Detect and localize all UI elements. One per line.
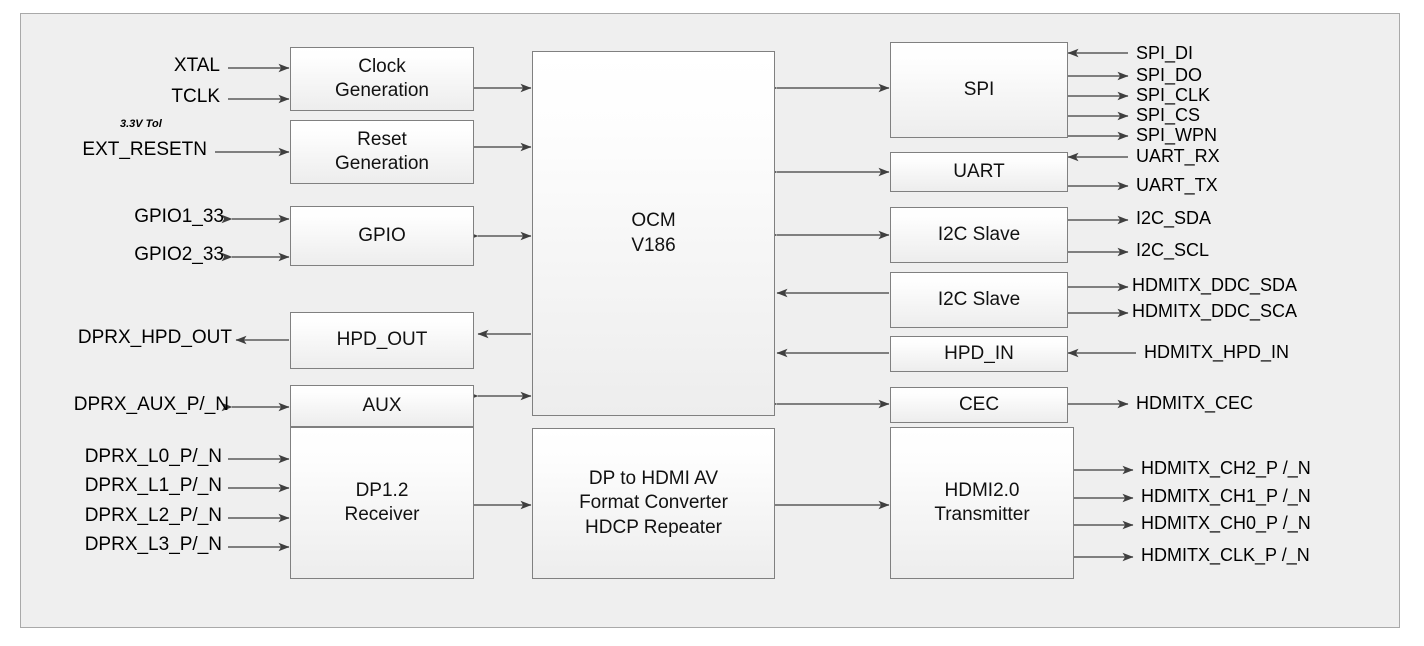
signal-label-hdmitx-ch0: HDMITX_CH0_P /_N [1141,513,1311,533]
signal-label-hdmitx-ch1: HDMITX_CH1_P /_N [1141,486,1311,506]
block-cec-label: CEC [958,393,1000,415]
signal-label-dprx-l2: DPRX_L2_P/_N [84,505,222,526]
signal-label-spi-do: SPI_DO [1136,65,1203,85]
signal-label-spi-clk: SPI_CLK [1136,85,1211,105]
signal-label-xtal: XTAL [173,55,220,76]
block-hdmi20-transmitter[interactable]: HDMI2.0 Transmitter [890,427,1074,579]
signal-label-uart-rx: UART_RX [1136,146,1220,166]
block-uart-label: UART [953,160,1005,182]
block-converter-line2: Format Converter [579,492,728,514]
block-converter-line1: DP to HDMI AV [588,468,719,490]
block-gpio[interactable]: GPIO [290,206,474,266]
signal-label-gpio2-33: GPIO2_33 [134,244,224,265]
block-reset-generation[interactable]: Reset Generation [290,120,474,184]
signal-label-dprx-hpd-out: DPRX_HPD_OUT [77,327,232,348]
block-hdmi-tx-line2: Transmitter [934,504,1030,525]
block-hdmi-tx-line1: HDMI2.0 [944,479,1020,501]
block-hpd-in[interactable]: HPD_IN [890,336,1068,372]
signal-label-uart-tx: UART_TX [1136,175,1218,195]
block-hpd-out-label: HPD_OUT [336,329,428,351]
block-hpd-in-label: HPD_IN [944,342,1014,364]
block-dp-to-hdmi-converter[interactable]: DP to HDMI AV Format Converter HDCP Repe… [532,428,775,579]
block-clock-generation-line1: Clock [358,55,406,77]
signal-label-tclk: TCLK [171,86,220,107]
block-hpd-out[interactable]: HPD_OUT [290,312,474,369]
block-converter-line3: HDCP Repeater [585,516,722,538]
signal-label-hdmitx-ddc-sca: HDMITX_DDC_SCA [1132,301,1298,321]
block-gpio-label: GPIO [358,224,406,246]
block-clock-generation-line2: Generation [334,80,429,101]
signal-label-hdmitx-clk: HDMITX_CLK_P /_N [1141,545,1310,565]
signal-label-spi-di: SPI_DI [1136,43,1194,63]
signal-label-spi-cs: SPI_CS [1136,105,1201,125]
block-spi[interactable]: SPI [890,42,1068,138]
block-dp12-receiver-line2: Receiver [344,504,420,525]
block-i2c-slave-2[interactable]: I2C Slave [890,272,1068,328]
block-ocm-line1: OCM [631,210,676,232]
signal-label-ext-resetn: EXT_RESETN [82,139,207,160]
block-ocm-v186[interactable]: OCM V186 [532,51,775,416]
signal-label-spi-wpn: SPI_WPN [1136,125,1218,145]
signal-label-hdmitx-cec: HDMITX_CEC [1136,393,1254,413]
block-dp12-receiver[interactable]: DP1.2 Receiver [290,427,474,579]
block-i2c-slave-2-label: I2C Slave [937,288,1021,310]
signal-label-hdmitx-hpd-in: HDMITX_HPD_IN [1144,342,1290,362]
signal-label-dprx-l1: DPRX_L1_P/_N [84,475,222,496]
signal-label-i2c-sda: I2C_SDA [1136,208,1212,228]
block-reset-generation-line1: Reset [357,128,407,150]
block-ocm-line2: V186 [631,234,676,256]
block-dp12-receiver-line1: DP1.2 [355,479,409,501]
block-i2c-slave-1-label: I2C Slave [937,223,1021,245]
block-spi-label: SPI [963,78,995,100]
signal-label-hdmitx-ch2: HDMITX_CH2_P /_N [1141,458,1311,478]
block-cec[interactable]: CEC [890,387,1068,423]
block-uart[interactable]: UART [890,152,1068,192]
block-aux-label: AUX [362,394,402,416]
block-i2c-slave-1[interactable]: I2C Slave [890,207,1068,263]
signal-note-3v3-tolerant: 3.3V Tol [120,118,162,130]
signal-label-dprx-l0: DPRX_L0_P/_N [84,446,222,467]
signal-label-hdmitx-ddc-sda: HDMITX_DDC_SDA [1132,275,1298,295]
signal-label-gpio1-33: GPIO1_33 [134,206,224,227]
block-aux[interactable]: AUX [290,385,474,427]
block-clock-generation[interactable]: Clock Generation [290,47,474,111]
signal-label-i2c-scl: I2C_SCL [1136,240,1210,260]
signal-label-dprx-aux: DPRX_AUX_P/_N [73,394,229,415]
block-reset-generation-line2: Generation [334,153,429,174]
signal-label-dprx-l3: DPRX_L3_P/_N [84,534,222,555]
